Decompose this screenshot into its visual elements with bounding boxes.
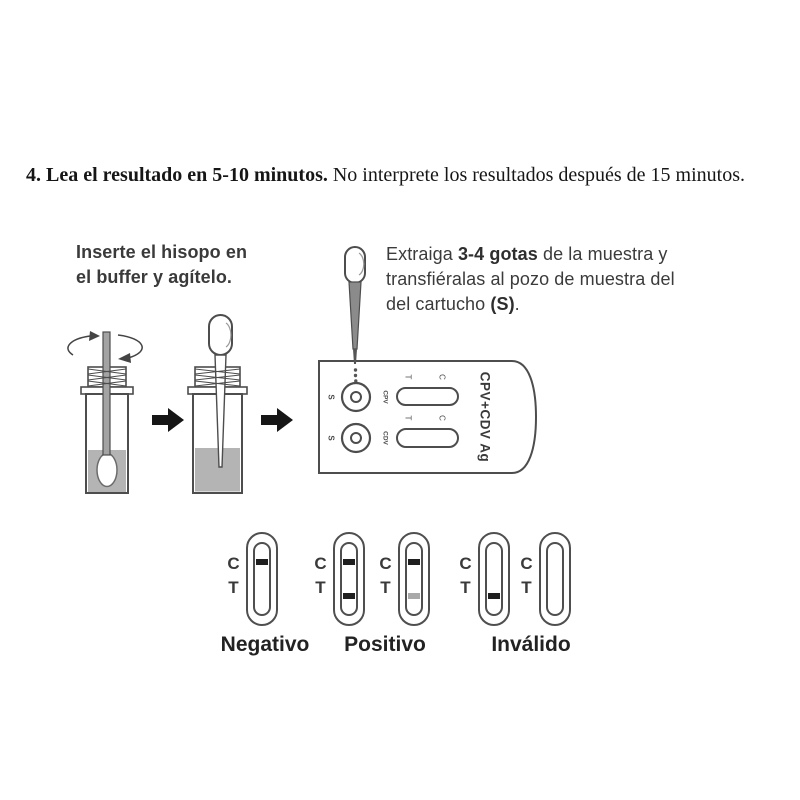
c-mark: C bbox=[379, 554, 392, 573]
result-window-cpv bbox=[396, 387, 459, 406]
t-mark: T bbox=[380, 578, 391, 597]
t-mark: T bbox=[404, 375, 413, 380]
result-label-negativo: Negativo bbox=[220, 633, 310, 656]
c-mark: C bbox=[314, 554, 327, 573]
tube-with-dropper-icon bbox=[187, 314, 248, 494]
cassette-outline bbox=[318, 360, 538, 474]
sample-well-bold: (S) bbox=[490, 294, 515, 314]
c-mark: C bbox=[438, 415, 447, 421]
drops-instruction-text: . bbox=[514, 294, 520, 314]
t-mark: T bbox=[228, 578, 239, 597]
control-line bbox=[256, 559, 268, 565]
test-line bbox=[343, 593, 355, 599]
drops-instruction: Extraiga 3-4 gotas de la muestra y trans… bbox=[386, 242, 776, 317]
cap-threads-icon bbox=[194, 368, 241, 387]
drops-instruction-text: del cartucho bbox=[386, 294, 491, 314]
drops-instruction-text: Extraiga bbox=[386, 244, 458, 264]
c-mark: C bbox=[459, 554, 472, 573]
well-label: S bbox=[327, 435, 336, 441]
c-mark: C bbox=[227, 554, 240, 573]
c-mark: C bbox=[520, 554, 533, 573]
drops-count-bold: 3-4 gotas bbox=[457, 244, 538, 264]
dropper-icon bbox=[344, 246, 366, 364]
t-mark: T bbox=[521, 578, 532, 597]
step-title: 4. Lea el resultado en 5-10 minutos. No … bbox=[26, 161, 781, 189]
rotation-arrows-icon bbox=[67, 331, 143, 363]
sample-well-cdv bbox=[340, 422, 372, 454]
result-label-positivo: Positivo bbox=[344, 633, 426, 656]
test-line bbox=[408, 593, 420, 599]
test-line bbox=[488, 593, 500, 599]
swab-instruction: Inserte el hisopo en el buffer y agítelo… bbox=[76, 240, 247, 290]
swab-tip-icon bbox=[96, 452, 118, 488]
result-label-invalido: Inválido bbox=[491, 633, 571, 656]
test-cassette-diagram: S S CPV CDV T C T C CPV+CDV Ag bbox=[318, 246, 538, 474]
sample-well-cpv bbox=[340, 381, 372, 413]
swab-instruction-line2: el buffer y agítelo. bbox=[76, 267, 233, 287]
drops-instruction-text: de la muestra y bbox=[537, 244, 668, 264]
t-mark: T bbox=[315, 578, 326, 597]
swab-instruction-line1: Inserte el hisopo en bbox=[76, 242, 248, 262]
cap-threads-icon bbox=[87, 368, 127, 387]
arrow-right-icon bbox=[261, 408, 293, 432]
tube-with-swab-icon bbox=[67, 331, 143, 494]
result-window-cdv bbox=[396, 428, 459, 448]
row-label-cpv: CPV bbox=[382, 390, 389, 404]
c-mark: C bbox=[438, 374, 447, 380]
t-mark: T bbox=[460, 578, 471, 597]
control-line bbox=[343, 559, 355, 565]
step-title-rest: No interprete los resultados después de … bbox=[327, 164, 746, 186]
row-label-cdv: CDV bbox=[382, 431, 389, 445]
cassette-brand-label: CPV+CDV Ag bbox=[478, 372, 493, 462]
arrow-right-icon bbox=[152, 408, 184, 432]
sample-liquid bbox=[195, 448, 240, 492]
control-line bbox=[408, 559, 420, 565]
t-mark: T bbox=[404, 416, 413, 421]
swab-stick-icon bbox=[102, 331, 111, 456]
well-label: S bbox=[327, 394, 336, 400]
drops-instruction-text: transfiéralas al pozo de muestra del bbox=[386, 269, 675, 289]
step-title-bold: 4. Lea el resultado en 5-10 minutos. bbox=[26, 164, 328, 186]
